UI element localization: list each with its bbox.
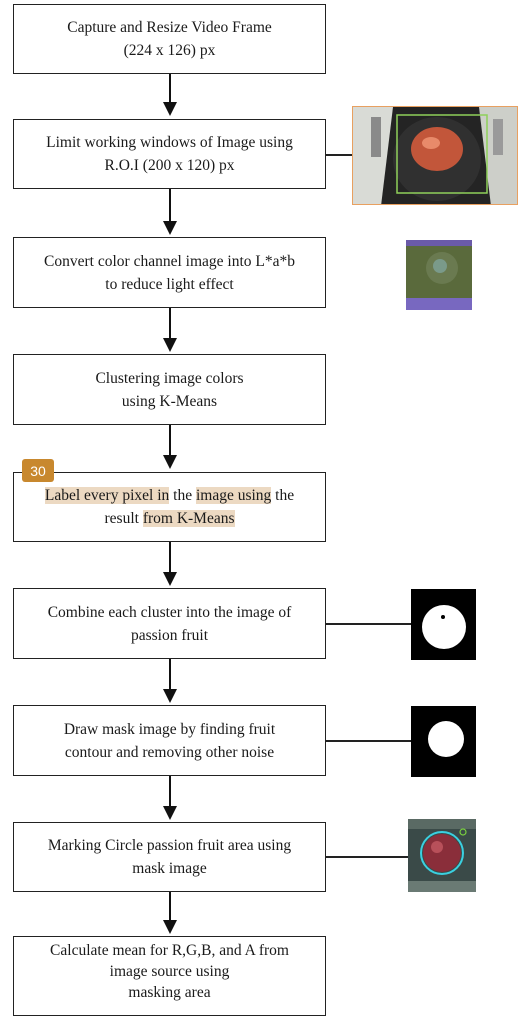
step-text: Combine each cluster into the image of [47,603,292,621]
connector-line [326,740,411,742]
step-text: Calculate mean for R,G,B, and A from [50,942,289,959]
step-text: mask image [132,860,207,877]
step-text: Convert color channel image into L*a*b [44,252,295,270]
step-text: Label every pixel in the image using the [44,484,295,507]
highlighted-text: from K-Means [142,510,235,527]
connector-line [326,856,408,858]
step-text: Clustering image colors [95,369,244,387]
connector-line [326,154,352,156]
highlighted-text: Label every pixel in [44,487,170,504]
step-text: to reduce light effect [105,275,234,293]
connector-line [326,623,411,625]
flow-arrow [163,776,177,820]
step-text: using K-Means [121,392,218,410]
flow-arrow [163,425,177,469]
annotation-badge[interactable]: 30 [22,459,54,482]
flow-arrow [163,542,177,586]
step-label-pixels: Label every pixel in the image using the… [13,472,326,542]
flow-arrow [163,659,177,703]
step-text: Limit working windows of Image using [46,134,293,151]
lab-image [406,240,472,310]
highlighted-text: image using [195,487,272,504]
step-text: R.O.I (200 x 120) px [104,157,235,174]
step-text-part: result [104,510,143,527]
step-text-part: the [169,487,196,504]
step-kmeans-cluster: Clustering image colors using K-Means [13,354,326,425]
flow-arrow [163,189,177,235]
step-text: result from K-Means [105,507,235,530]
marked-fruit-image [408,819,476,892]
flow-arrow [163,74,177,116]
step-combine-cluster: Combine each cluster into the image of p… [13,588,326,659]
mask-image [411,706,476,777]
step-calculate-mean: Calculate mean for R,G,B, and A from ima… [13,936,326,1016]
step-capture-resize: Capture and Resize Video Frame (224 x 12… [13,4,326,74]
step-text: contour and removing other noise [64,743,275,761]
step-roi: Limit working windows of Image using R.O… [13,119,326,189]
step-text: Capture and Resize Video Frame [67,19,272,36]
flow-arrow [163,892,177,934]
step-text: Draw mask image by finding fruit [63,720,276,738]
step-marking-circle: Marking Circle passion fruit area using … [13,822,326,892]
cluster-image [411,589,476,660]
step-text: image source using [109,963,230,980]
step-draw-mask: Draw mask image by finding fruit contour… [13,705,326,776]
step-text: masking area [128,984,211,1001]
step-lab-convert: Convert color channel image into L*a*b t… [13,237,326,308]
step-text: passion fruit [130,626,209,644]
roi-frame-image [352,106,518,205]
step-text: Marking Circle passion fruit area using [47,837,292,854]
flow-arrow [163,308,177,352]
step-text: (224 x 126) px [123,42,216,59]
step-text-part: the [271,487,295,504]
